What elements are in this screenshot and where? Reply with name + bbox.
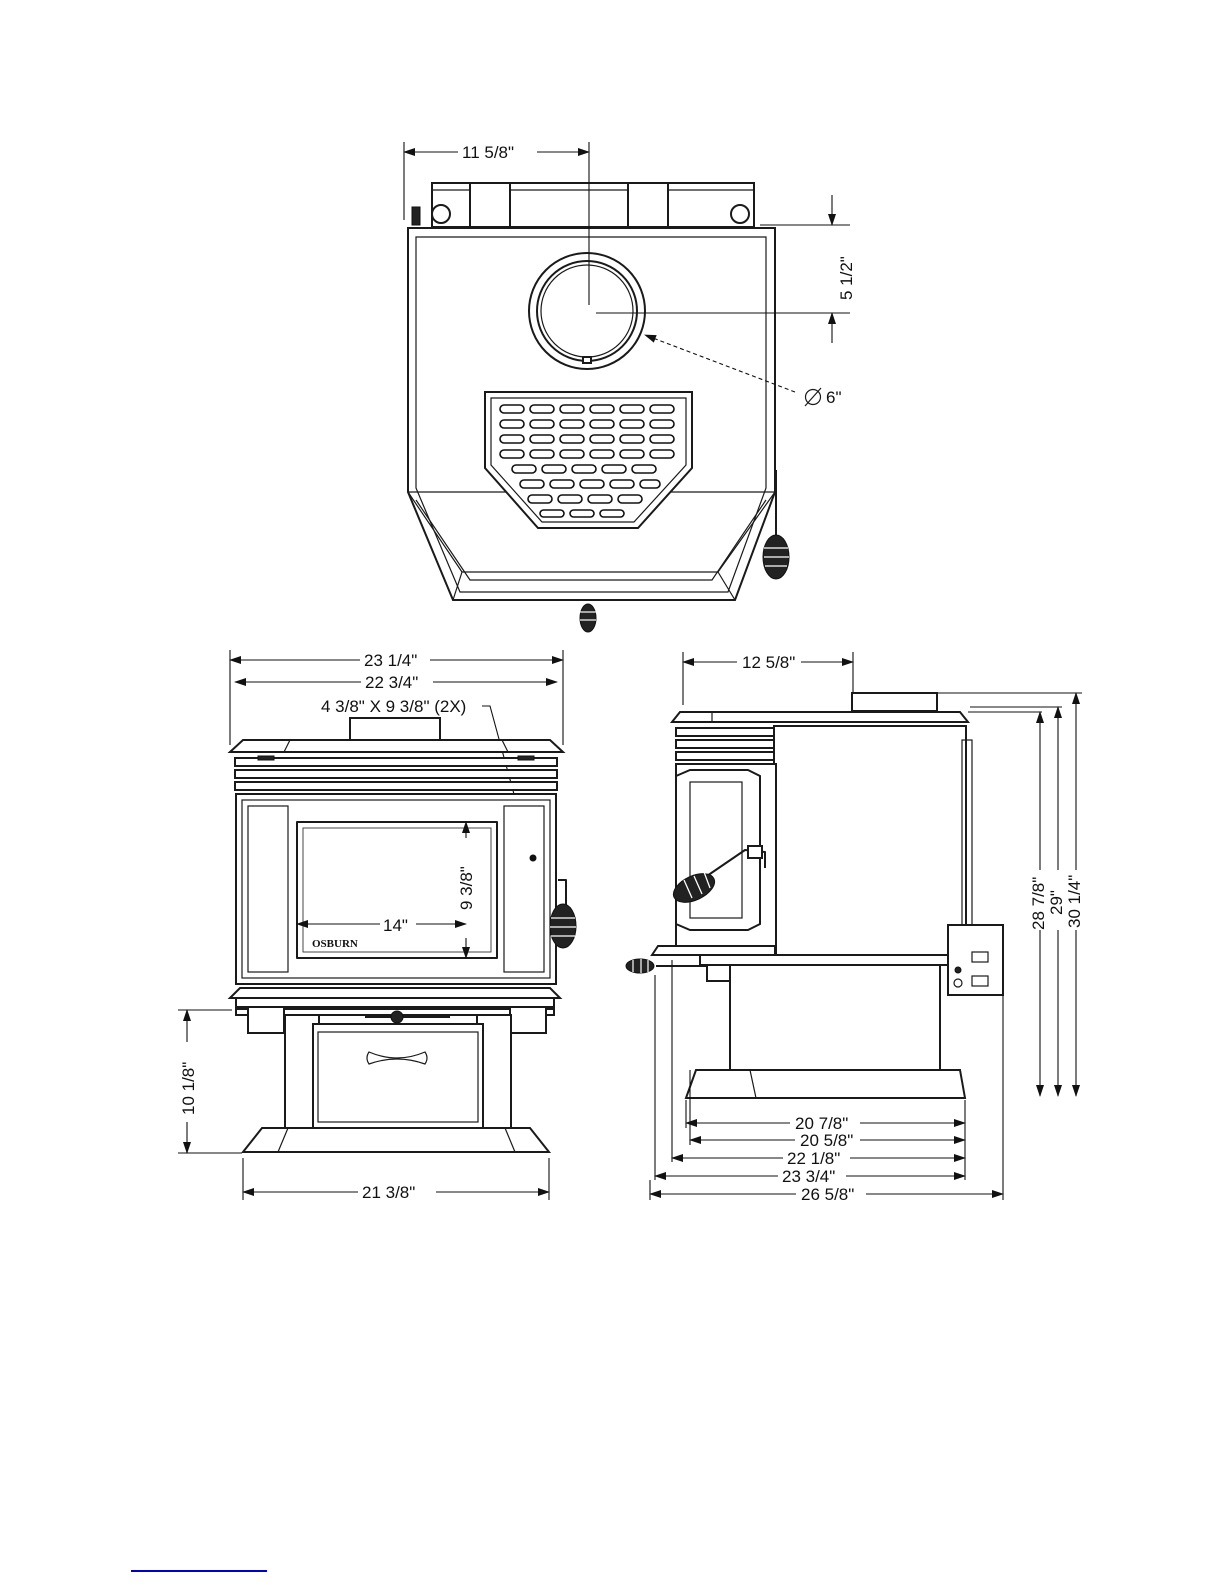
dim-depth-2: 20 5/8" xyxy=(800,1131,853,1150)
dim-leg-height: 10 1/8" xyxy=(179,1062,198,1115)
dim-flue-center-y: 5 1/2" xyxy=(837,256,856,300)
dim-flue-diameter: 6" xyxy=(826,388,842,407)
dim-flue-center-x: 11 5/8" xyxy=(462,143,514,162)
dim-depth-4: 23 3/4" xyxy=(782,1167,835,1186)
dim-top-width-inner: 22 3/4" xyxy=(365,673,418,692)
front-view: 23 1/4" 22 3/4" 4 3/8" X 9 3/8" (2X) OSB… xyxy=(178,650,576,1202)
top-view: 11 5/8" 5 1/2" 6" xyxy=(404,142,856,632)
ash-handle-coil xyxy=(626,959,654,973)
dim-depth-3: 22 1/8" xyxy=(787,1149,840,1168)
dim-vent-openings: 4 3/8" X 9 3/8" (2X) xyxy=(321,697,466,716)
dim-glass-height: 9 3/8" xyxy=(457,866,476,910)
footer-link-underline[interactable] xyxy=(131,1570,267,1572)
dim-base-width: 21 3/8" xyxy=(362,1183,415,1202)
dim-depth-5: 26 5/8" xyxy=(801,1185,854,1204)
dim-top-width-outer: 23 1/4" xyxy=(364,651,417,670)
osburn-logo: OSBURN xyxy=(312,938,358,950)
door-handle-coil xyxy=(550,904,576,948)
diameter-symbol xyxy=(805,388,821,406)
dim-glass-width: 14" xyxy=(383,916,408,935)
side-view: 12 5/8" xyxy=(626,652,1086,1204)
dim-height-1: 28 7/8" xyxy=(1029,877,1048,930)
front-handle-coil xyxy=(580,604,596,632)
dim-height-3: 30 1/4" xyxy=(1065,875,1084,928)
dim-height-2: 29" xyxy=(1047,890,1066,915)
dim-flue-setback: 12 5/8" xyxy=(742,653,795,672)
